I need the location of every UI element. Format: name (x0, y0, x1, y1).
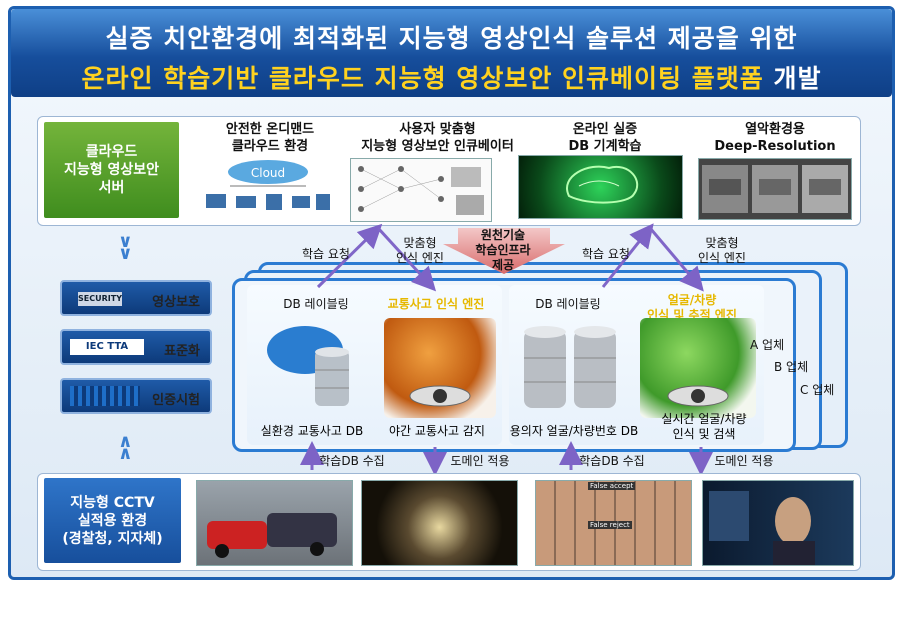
security-badge: SECURITY (78, 292, 122, 306)
caption-suspect-db: 용의자 얼굴/차량번호 DB (509, 424, 639, 438)
caption-night-detect: 야간 교통사고 감지 (389, 424, 485, 438)
sidebar-item-certification: 인증시험 (60, 378, 212, 414)
title-line-1: 실증 치안환경에 최적화된 지능형 영상인식 솔루션 제공을 위한 (105, 24, 798, 53)
deep-resolution-image (698, 158, 852, 220)
sidebar-item-protection: SECURITY 영상보호 (60, 280, 212, 316)
cloud-db-icon (260, 320, 360, 412)
vehicle-frames-graphic (702, 165, 848, 213)
top-label-ml: 온라인 실증 DB 기계학습 (568, 122, 642, 154)
false-accept-label: False accept (588, 482, 636, 490)
custom-engine-1: 맞춤형 인식 엔진 (396, 236, 444, 265)
cctv-env-box: 지능형 CCTV 실적용 환경 (경찰청, 지자체) (44, 478, 181, 563)
sidebar-label-certification: 인증시험 (152, 393, 200, 408)
eye-tech-image (384, 318, 496, 418)
db-labeling-1: DB 레이블링 (283, 297, 349, 311)
custom-engine-2: 맞춤형 인식 엔진 (698, 236, 746, 265)
title-tail: 개발 (763, 64, 822, 93)
traffic-engine-label: 교통사고 인식 엔진 (387, 297, 485, 311)
circuit-icon (70, 386, 140, 406)
caption-realtime-search: 실시간 얼굴/차량 인식 및 검색 (661, 412, 747, 441)
title-highlight: 온라인 학습기반 클라우드 지능형 영상보안 인큐베이팅 플랫폼 (81, 64, 764, 93)
core-tech-label: 원천기술 학습인프라 제공 (475, 228, 531, 272)
collect-db-1: 학습DB 수집 (319, 454, 385, 468)
night-traffic-photo (361, 480, 518, 566)
learn-request-2: 학습 요청 (582, 247, 630, 261)
cloud-icon: Cloud (206, 160, 330, 210)
title-line-2: 온라인 학습기반 클라우드 지능형 영상보안 인큐베이팅 플랫폼 개발 (11, 59, 892, 95)
brain-learning-image (518, 155, 683, 219)
top-label-deepres: 열악환경용 Deep-Resolution (714, 122, 836, 154)
brain-icon (566, 165, 639, 204)
top-label-incubator: 사용자 맞춤형 지능형 영상보안 인큐베이터 (361, 122, 514, 154)
neural-network-image (350, 158, 492, 222)
collect-db-2: 학습DB 수집 (579, 454, 645, 468)
accident-photo (196, 480, 353, 566)
top-label-cloud: 안전한 온디맨드 클라우드 환경 (225, 122, 315, 154)
vendor-c: C 업체 (800, 383, 835, 397)
sidebar-item-standard: IEC TTA 표준화 (60, 329, 212, 365)
domain-apply-1: 도메인 적용 (450, 454, 510, 468)
cloud-text: Cloud (251, 166, 285, 180)
chevron-up-icon: ∧∧ (118, 431, 133, 464)
db-labeling-2: DB 레이블링 (535, 297, 601, 311)
face-grid-photo: False accept False reject (535, 480, 692, 566)
db-cylinders-icon (518, 322, 626, 414)
vendor-a: A 업체 (750, 338, 785, 352)
cloud-server-box: 클라우드 지능형 영상보안 서버 (44, 122, 179, 218)
green-eye-image (640, 318, 756, 418)
header-banner: 실증 치안환경에 최적화된 지능형 영상인식 솔루션 제공을 위한 온라인 학습… (11, 9, 892, 97)
learn-request-1: 학습 요청 (302, 247, 350, 261)
cloud-network-image: Cloud (200, 158, 335, 218)
vendor-b: B 업체 (774, 360, 809, 374)
iec-tta-badge: IEC TTA (70, 339, 144, 355)
sidebar-label-standard: 표준화 (164, 344, 200, 359)
sidebar-label-protection: 영상보호 (152, 295, 200, 310)
network-graphic (358, 166, 484, 215)
false-reject-label: False reject (588, 521, 632, 529)
face-recognition-screen (702, 480, 854, 566)
chevron-down-icon: ∨∨ (118, 231, 133, 264)
domain-apply-2: 도메인 적용 (714, 454, 774, 468)
caption-traffic-db: 실환경 교통사고 DB (260, 424, 364, 438)
